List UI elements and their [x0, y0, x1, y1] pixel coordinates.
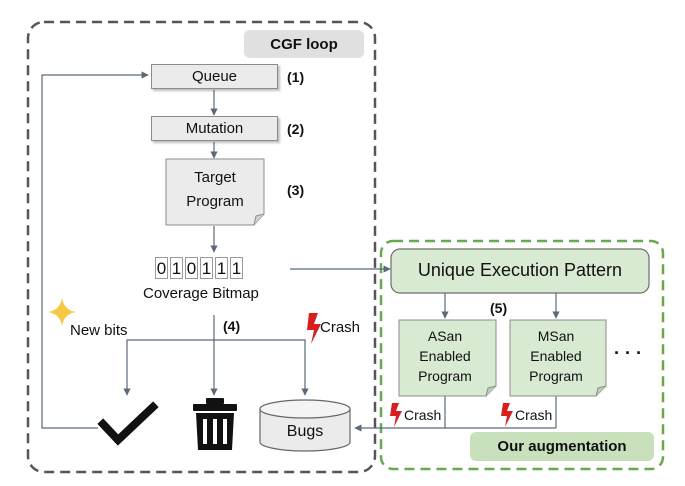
star-icon [48, 298, 76, 326]
coverage-bitmap: 0 1 0 1 1 1 [155, 257, 243, 279]
bugs-label: Bugs [286, 423, 324, 440]
msan-line3: Program [529, 368, 583, 384]
step-2-label: (2) [287, 121, 305, 137]
unique-execution-pattern-label: Unique Execution Pattern [417, 260, 623, 280]
target-program-label: Target Program [166, 166, 264, 214]
queue-box: Queue [151, 64, 278, 89]
crash-label: Crash [320, 319, 361, 336]
step-5-label: (5) [490, 300, 508, 316]
asan-line1: ASan [427, 328, 463, 344]
msan-line2: Enabled [530, 348, 582, 364]
bitmap-cell: 0 [185, 257, 198, 279]
step-1-label: (1) [287, 69, 305, 85]
bugs-cylinder [259, 399, 351, 452]
bitmap-cell: 0 [155, 257, 168, 279]
mutation-box: Mutation [151, 116, 278, 141]
bitmap-cell: 1 [215, 257, 228, 279]
target-program-line2: Program [186, 193, 244, 210]
msan-program-label: MSan Enabled Program [510, 326, 602, 386]
more-programs-ellipsis: · · · [614, 343, 642, 363]
our-augmentation-title: Our augmentation [470, 432, 654, 461]
lightning-icon [390, 403, 402, 427]
target-program-line1: Target [194, 169, 236, 186]
bitmap-cell: 1 [170, 257, 183, 279]
msan-crash-label: Crash [515, 407, 553, 423]
msan-line1: MSan [537, 328, 575, 344]
coverage-bitmap-label: Coverage Bitmap [143, 285, 259, 302]
checkmark-icon [97, 401, 159, 446]
asan-line3: Program [418, 368, 472, 384]
step-4-label: (4) [223, 318, 241, 334]
trash-icon [193, 398, 237, 450]
new-bits-label: New bits [70, 322, 128, 339]
asan-crash-label: Crash [404, 407, 442, 423]
lightning-icon [501, 403, 513, 427]
asan-program-label: ASan Enabled Program [399, 326, 491, 386]
cgf-loop-frame [26, 20, 377, 474]
cgf-loop-title: CGF loop [244, 30, 364, 58]
unique-pattern-shape [390, 248, 650, 294]
bitmap-cell: 1 [230, 257, 243, 279]
bitmap-cell: 1 [200, 257, 213, 279]
asan-line2: Enabled [419, 348, 471, 364]
step-3-label: (3) [287, 182, 305, 198]
augmentation-frame [379, 239, 665, 471]
lightning-icon [307, 313, 321, 344]
